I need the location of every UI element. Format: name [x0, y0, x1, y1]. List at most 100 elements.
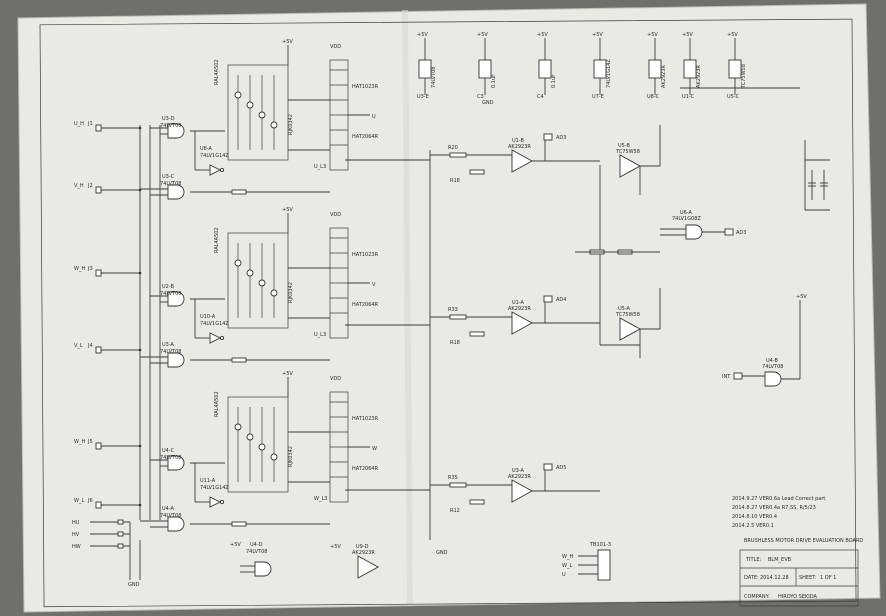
title-label: TITLE: [745, 557, 762, 563]
comparator-ref: U5-A [618, 306, 631, 312]
tb101-net-2: W_L [562, 563, 572, 569]
and-gate-bottom [167, 352, 185, 368]
rail-vdd-label: VDD [330, 376, 341, 382]
transistor-symbol [234, 423, 242, 431]
transistor-symbol [258, 111, 266, 119]
hall-connector [117, 543, 124, 549]
amp-ref: U3-A [512, 468, 525, 474]
transistor-symbol [234, 91, 242, 99]
driver-part: HAT1023R [352, 84, 379, 90]
decoupling-part [683, 59, 697, 79]
gate-top-part: 74LVT08 [160, 291, 181, 297]
adc-net-label: AD4 [556, 297, 566, 303]
amp-part: AK2923R [508, 474, 531, 480]
amp-rfb-label: R18 [450, 340, 460, 346]
input-conn-label: J4 [87, 343, 93, 349]
spare-gate-part: 74LVT08 [246, 549, 267, 555]
power-part-label: 0.1uF [491, 74, 497, 88]
input-net-label: W_L [74, 498, 84, 504]
fet-top-part: RAL4A502 [214, 391, 220, 417]
series-resistor [231, 189, 247, 195]
paper-background [17, 3, 881, 613]
rail-5v-label: +5V [282, 371, 293, 377]
comparator-part: TC75W58 [615, 312, 640, 318]
fault-gate-ref: U6-A [680, 210, 693, 216]
amp-feedback-resistor [469, 169, 485, 175]
board-title: BRUSHLESS MOTOR DRIVE EVALUATION BOARD [744, 538, 863, 544]
and-gate-top [167, 455, 185, 471]
amp-part: AK2923R [508, 306, 531, 312]
gnd-label: GND [436, 550, 448, 556]
amp-input-resistor [449, 314, 467, 320]
power-part-ref: U8-C [647, 94, 660, 100]
decoupling-part [478, 59, 492, 79]
input-connector [95, 186, 102, 194]
gate-bot-part: 74LVT08 [160, 513, 181, 519]
gate-bot-ref: U4-A [162, 506, 175, 512]
phase-low-label: W_L3 [314, 496, 327, 502]
and-gate-top [167, 291, 185, 307]
sheet-label: SHEET: [799, 575, 817, 581]
power-part-label: AK2923R [696, 65, 702, 88]
input-conn-label: J2 [87, 183, 93, 189]
rail-vdd-label: VDD [330, 44, 341, 50]
amp-rin-label: R35 [448, 475, 458, 481]
gate-bot-part: 74LVT08 [160, 349, 181, 355]
hall-input-label: HW [72, 544, 81, 550]
inverter-part: 74LV1G14Z [200, 321, 229, 327]
hall-input-label: HU [72, 520, 80, 526]
input-connector [95, 124, 102, 132]
decoupling-part [538, 59, 552, 79]
power-gnd-label: GND [482, 100, 494, 106]
int-net-label: INT [722, 374, 731, 380]
gate-top-ref: U4-C [162, 448, 175, 454]
driver-stage: U2-B74LVT08U3-A74LVT08U10-A74LV1G14ZRAL4… [140, 207, 379, 368]
decoupling-part [418, 59, 432, 79]
input-net-label: W_H [74, 266, 85, 272]
amp-rfb-label: R12 [450, 508, 460, 514]
sense-lines [345, 150, 640, 540]
driver-stage: U4-C74LVT08U4-A74LVT08U11-A74LV1G14ZRAL4… [140, 371, 379, 532]
gate-bot-part: 74LVT08 [160, 181, 181, 187]
input-net-label: W_H [74, 439, 85, 445]
paper-fold-shadow [402, 9, 413, 607]
revision-line: 2014.9.27 VER0.6a Lead Correct part [732, 496, 825, 502]
spare-opamp-part: AK2923R [352, 550, 375, 556]
gate-top-part: 74LVT08 [160, 455, 181, 461]
title-value: BLM_EVB [768, 557, 792, 563]
int-rail-label: +5V [796, 294, 807, 300]
power-part-label: TC75W58 [741, 64, 747, 89]
date-value: 2014.12.28 [760, 575, 789, 581]
adc-port [543, 133, 553, 141]
fet-bot-part: RJK0342 [288, 446, 294, 467]
gate-driver-block [227, 64, 289, 161]
power-part-ref: U1-C [682, 94, 695, 100]
input-connector [95, 501, 102, 509]
comparator-part: TC75W58 [615, 149, 640, 155]
decoupling-part [648, 59, 662, 79]
power-part-ref: U3-E [417, 94, 429, 100]
transistor-symbol [270, 289, 278, 297]
fet-top-part: RAL4A502 [214, 59, 220, 85]
spare-opamp-ref: U9-D [356, 544, 369, 550]
int-gate-part: 74LVT08 [762, 364, 783, 370]
power-rail-label: +5V [727, 32, 738, 38]
driver2-part: HAT2064R [352, 302, 379, 308]
revision-notes: 2014.9.27 VER0.6a Lead Correct part2014.… [732, 496, 825, 529]
title-block: BRUSHLESS MOTOR DRIVE EVALUATION BOARD T… [739, 538, 863, 607]
amp-input-resistor [449, 152, 467, 158]
transistor-symbol [246, 269, 254, 277]
power-part-ref: C4 [537, 94, 544, 100]
gate-bot-ref: U3-C [162, 174, 175, 180]
amp-rfb-label: R18 [450, 178, 460, 184]
transistor-symbol [258, 443, 266, 451]
